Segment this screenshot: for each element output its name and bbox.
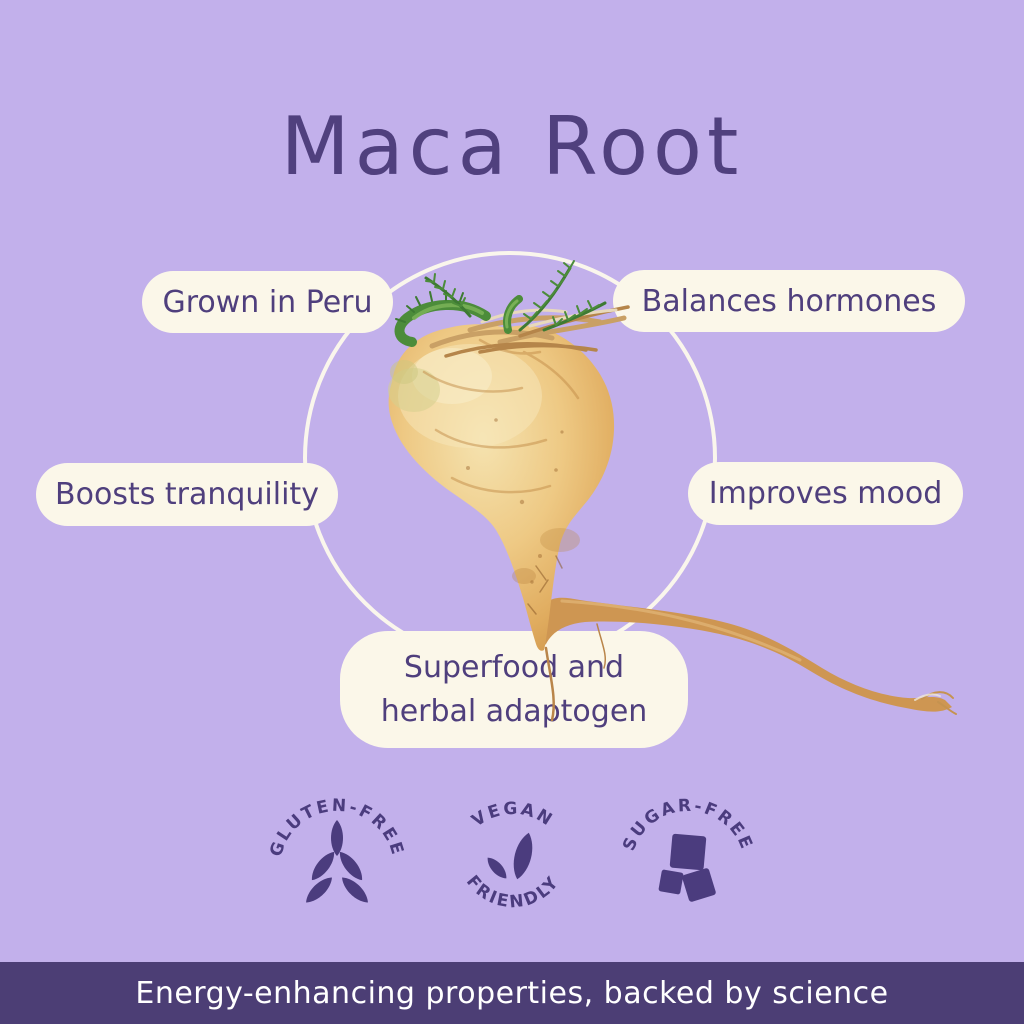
callout-label: Grown in Peru (162, 284, 373, 320)
maca-root-tail (538, 597, 957, 722)
maca-root-bulb (388, 324, 615, 651)
footer-banner: Energy-enhancing properties, backed by s… (0, 962, 1024, 1024)
badge-gluten-free: GLUTEN-FREE (266, 796, 405, 907)
badge-arc-label-bottom: FRIENDLY (462, 872, 564, 913)
badge-sugar-free: SUGAR-FREE (619, 796, 754, 902)
maca-root-greens (394, 260, 607, 347)
sprout-leaves-icon (487, 832, 533, 880)
wheat-leaves-icon (301, 820, 373, 907)
callout-boosts-tranquility: Boosts tranquility (36, 463, 338, 526)
callout-label: Boosts tranquility (55, 477, 319, 512)
callout-superfood-adaptogen: Superfood and herbal adaptogen (340, 631, 688, 748)
sugar-cubes-icon (658, 833, 716, 902)
badge-arc-label-top: VEGAN (468, 799, 557, 831)
callout-label: Balances hormones (641, 283, 937, 319)
callout-label: Improves mood (708, 476, 943, 511)
callout-grown-in-peru: Grown in Peru (142, 271, 393, 333)
page-title: Maca Root (280, 100, 744, 193)
maca-root-photo (388, 260, 957, 722)
maca-root-dried-stems (429, 305, 630, 358)
callout-balances-hormones: Balances hormones (613, 270, 965, 332)
footer-text: Energy-enhancing properties, backed by s… (135, 975, 889, 1011)
callout-label-line1: Superfood and (403, 649, 625, 685)
callout-label-line2: herbal adaptogen (380, 693, 648, 729)
badge-vegan-friendly: VEGAN FRIENDLY (462, 799, 564, 913)
callout-improves-mood: Improves mood (688, 462, 963, 525)
